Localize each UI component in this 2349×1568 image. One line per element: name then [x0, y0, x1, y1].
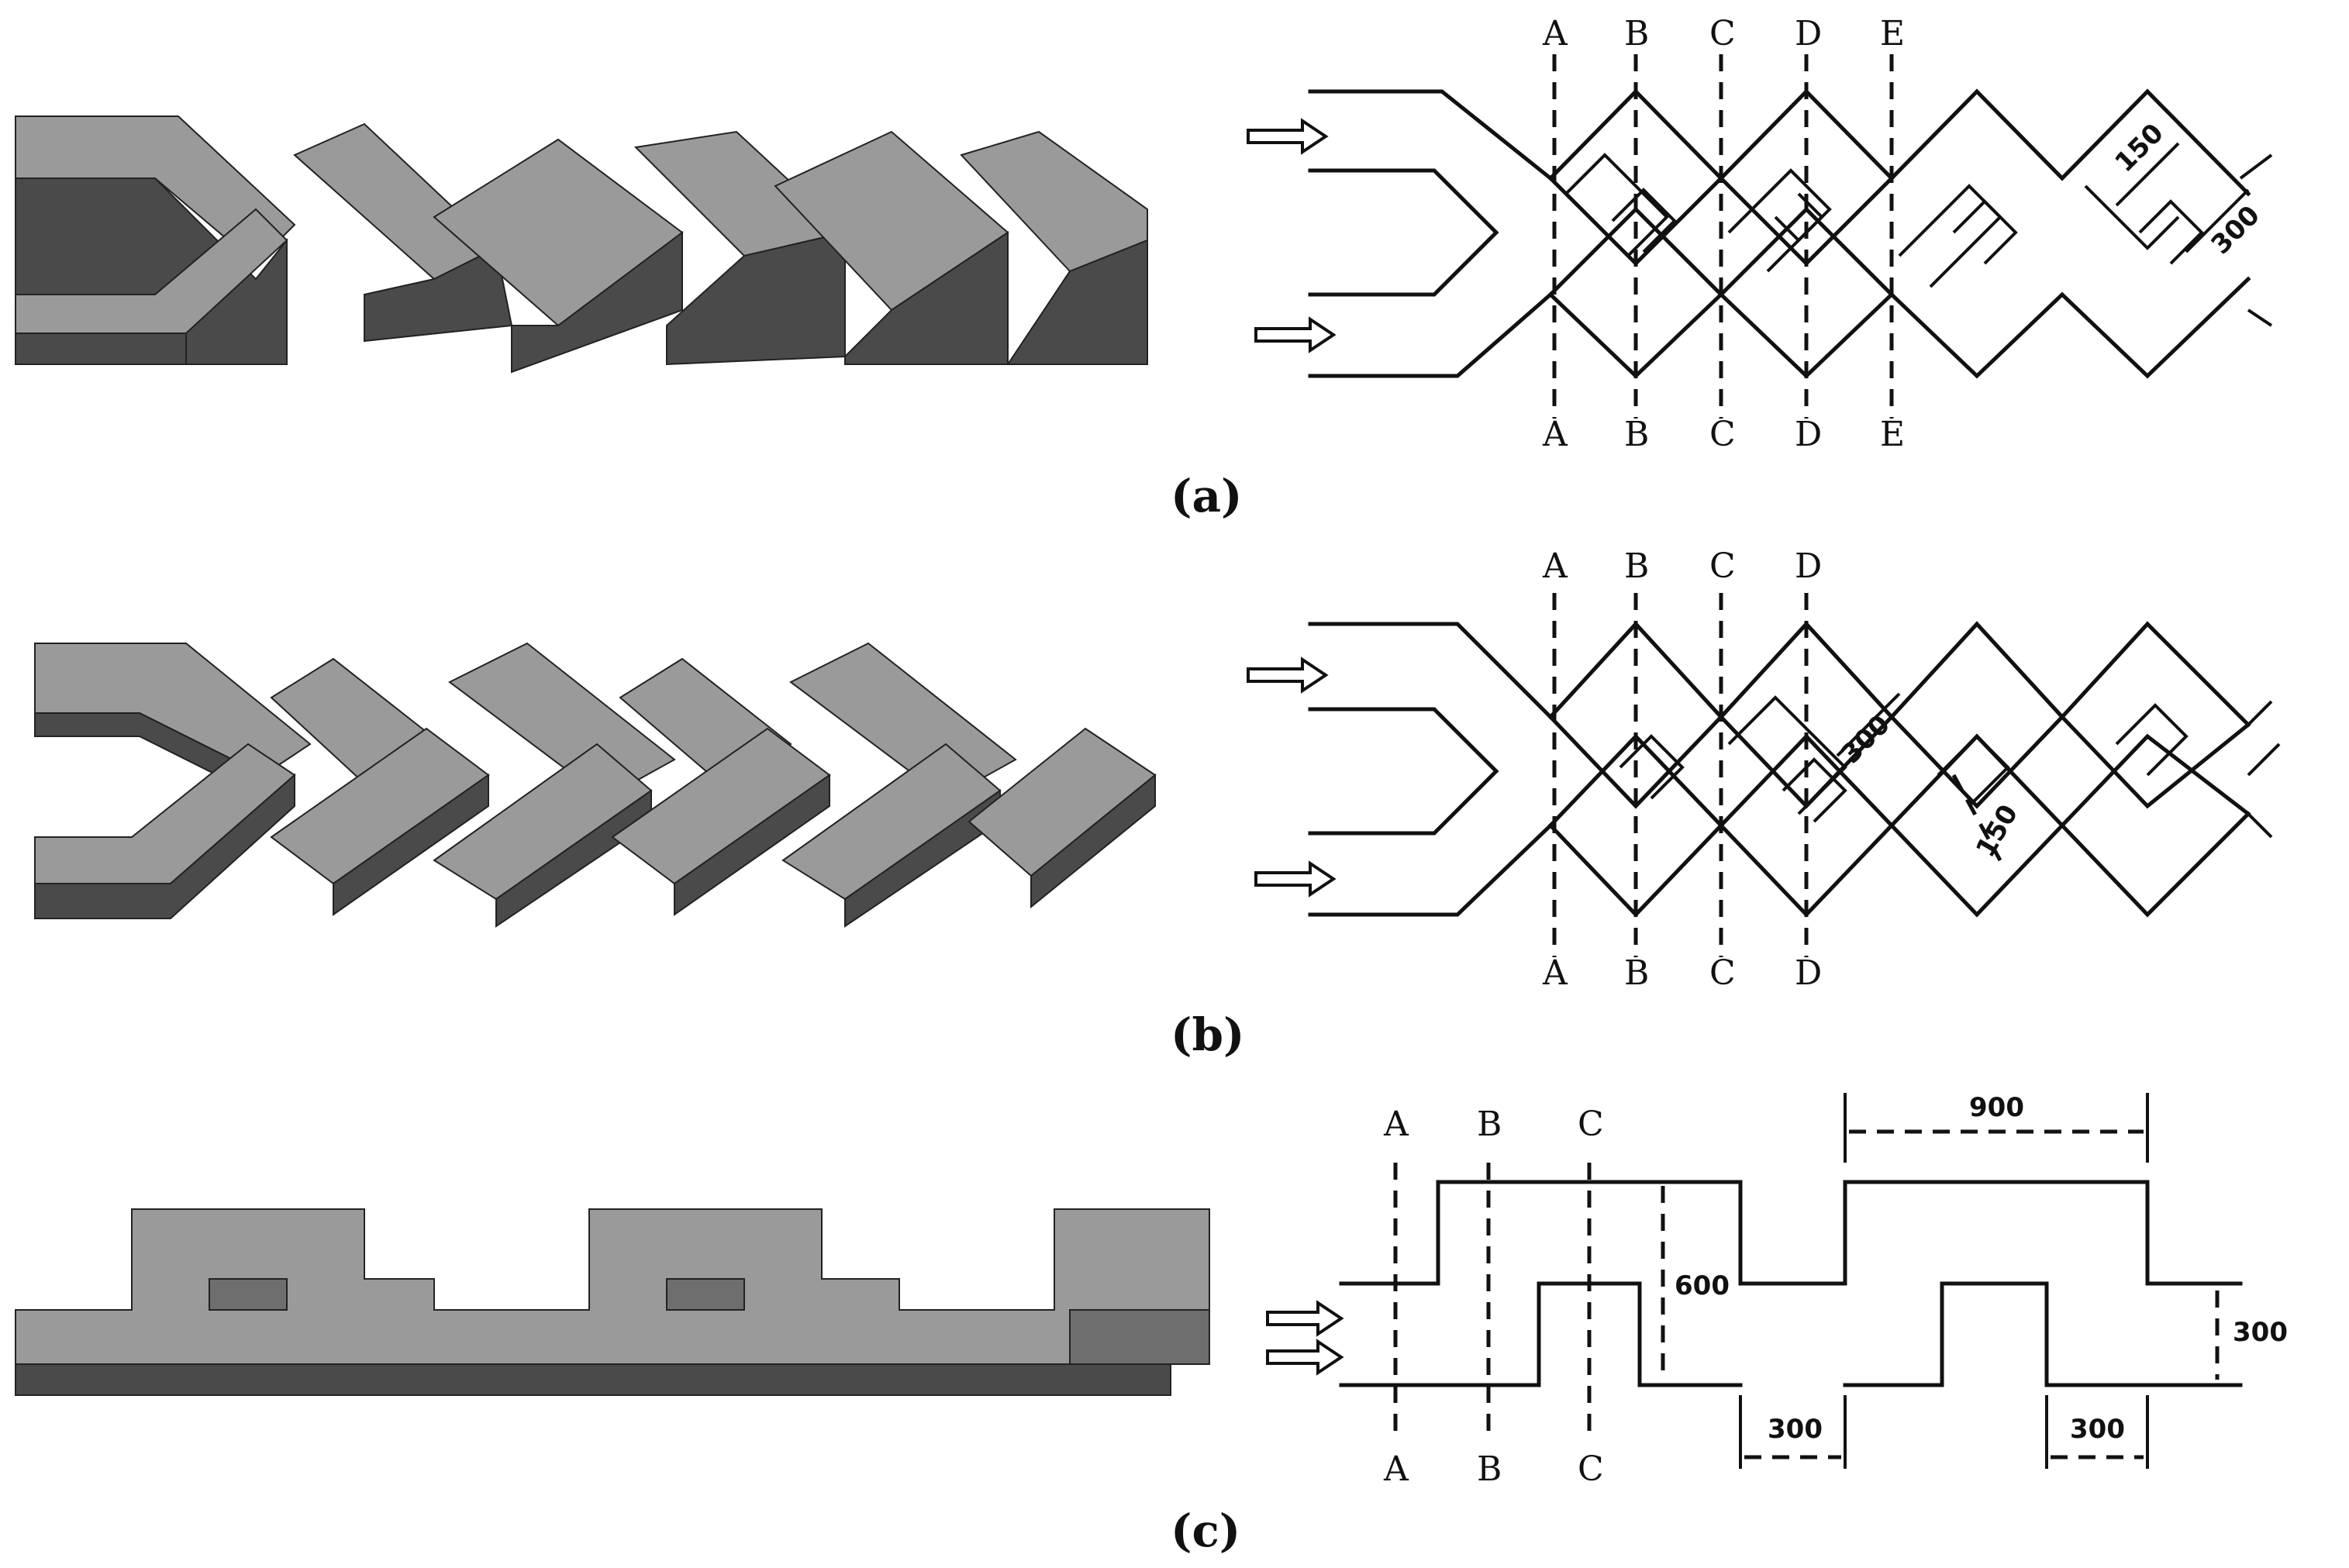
- panel-c-schematic: A B C A B C 900 600 300 300 300 (c): [1171, 1092, 2288, 1557]
- inflow-arrow-icon: [1266, 1300, 1344, 1337]
- section-label: D: [1795, 415, 1822, 454]
- section-label: A: [1542, 14, 1568, 53]
- section-label: C: [1709, 546, 1736, 586]
- panel-a-3d-model: [15, 115, 1148, 374]
- dimension-label: 150: [2109, 118, 2169, 178]
- inflow-arrow-icon: [1254, 316, 1337, 353]
- dimension-label: 300: [1768, 1414, 1823, 1445]
- section-label: A: [1542, 415, 1568, 454]
- section-label: A: [1383, 1104, 1409, 1144]
- section-label: C: [1578, 1104, 1604, 1144]
- inflow-arrow-icon: [1247, 656, 1329, 694]
- section-label: C: [1709, 415, 1736, 454]
- panel-b-schematic: A B C D A B C D 300 150 (b): [1171, 546, 2281, 1061]
- section-label: B: [1624, 953, 1649, 993]
- panel-a-schematic: A B C D E A B C D E 150 300 (a): [1171, 14, 2273, 522]
- section-label: B: [1624, 546, 1649, 586]
- section-label: D: [1795, 14, 1822, 53]
- inflow-arrow-icon: [1254, 860, 1337, 898]
- panel-caption: (b): [1171, 1008, 1244, 1061]
- panel-b-3d-model: [34, 642, 1157, 928]
- section-label: A: [1542, 546, 1568, 586]
- dimension-label: 900: [1969, 1092, 2024, 1123]
- section-label: D: [1795, 953, 1822, 993]
- section-label: B: [1477, 1104, 1502, 1144]
- panel-c-3d-model: [15, 1208, 1210, 1396]
- section-label: B: [1624, 415, 1649, 454]
- dimension-label: 600: [1675, 1270, 1730, 1301]
- section-label: B: [1624, 14, 1649, 53]
- section-label: C: [1709, 953, 1736, 993]
- inflow-arrow-icon: [1266, 1339, 1344, 1376]
- section-label: C: [1709, 14, 1736, 53]
- dimension-label: 150: [1970, 800, 2024, 863]
- section-label: E: [1880, 415, 1905, 454]
- section-label: E: [1880, 14, 1905, 53]
- dimension-label: 300: [2070, 1414, 2125, 1445]
- dimension-label: 300: [2206, 200, 2266, 260]
- inflow-arrow-icon: [1247, 118, 1329, 155]
- section-label: A: [1542, 953, 1568, 993]
- dimension-label: 300: [2233, 1317, 2288, 1348]
- panel-caption: (c): [1171, 1504, 1240, 1557]
- section-label: D: [1795, 546, 1822, 586]
- section-label: C: [1578, 1449, 1604, 1489]
- panel-caption: (a): [1171, 470, 1242, 522]
- dimension-label: 300: [1835, 709, 1895, 770]
- section-label: B: [1477, 1449, 1502, 1489]
- section-label: A: [1383, 1449, 1409, 1489]
